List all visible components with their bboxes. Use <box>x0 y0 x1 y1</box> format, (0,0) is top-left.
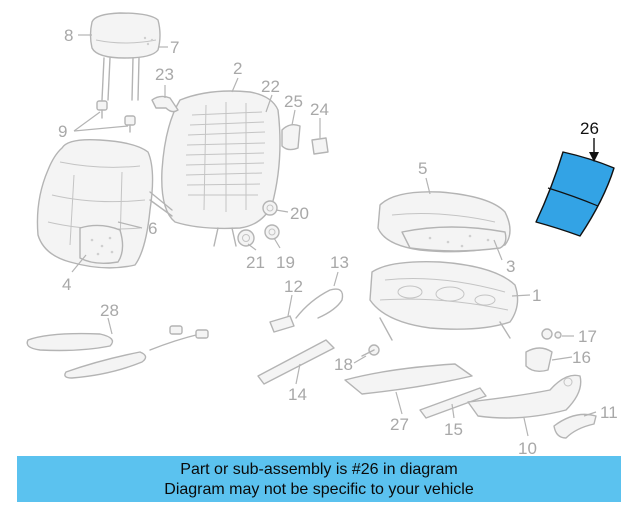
part-headrest <box>89 12 161 101</box>
part-washers <box>237 200 280 247</box>
part-seatback-frame <box>149 90 281 247</box>
part-seatback-cover <box>36 138 154 269</box>
callout-10: 10 <box>518 439 537 455</box>
callout-15: 15 <box>444 420 463 439</box>
callout-18: 18 <box>334 355 353 374</box>
callout-2: 2 <box>233 59 242 78</box>
callout-14: 14 <box>288 385 307 404</box>
callout-4: 4 <box>62 275 71 294</box>
callout-11: 11 <box>600 403 618 422</box>
callout-7: 7 <box>170 38 179 57</box>
part-recliner-parts <box>361 328 562 373</box>
part-seat-track <box>467 374 582 419</box>
callout-23: 23 <box>155 65 174 84</box>
callout-21: 21 <box>246 253 265 272</box>
callout-8: 8 <box>64 26 73 45</box>
callout-9: 9 <box>58 122 67 141</box>
callout-12: 12 <box>284 277 303 296</box>
callout-1: 1 <box>532 286 541 305</box>
callout-3: 3 <box>506 257 515 276</box>
callout-22: 22 <box>261 77 280 96</box>
callout-26: 26 <box>580 119 599 138</box>
callout-27: 27 <box>390 415 409 434</box>
banner-line-1: Part or sub-assembly is #26 in diagram <box>180 461 458 478</box>
part-lever <box>553 413 597 439</box>
banner-line-2: Diagram may not be specific to your vehi… <box>164 481 474 498</box>
callout-24: 24 <box>310 100 329 119</box>
part-seat-cushion <box>377 191 511 253</box>
callout-17: 17 <box>578 327 597 346</box>
callout-28: 28 <box>100 301 119 320</box>
callout-5: 5 <box>418 159 427 178</box>
callout-labels: 8 7 23 9 2 22 25 24 6 4 20 21 19 5 3 1 1… <box>58 26 618 455</box>
part-side-trim <box>257 339 335 385</box>
part-headrest-guides <box>96 100 136 133</box>
callout-19: 19 <box>276 253 295 272</box>
part-side-rail <box>419 387 487 419</box>
leader-lines <box>71 34 599 437</box>
part-lower-panel <box>344 363 473 395</box>
part-cable-switch <box>269 288 344 333</box>
part-seat-frame <box>369 261 519 341</box>
callout-6: 6 <box>148 219 157 238</box>
callout-16: 16 <box>572 348 591 367</box>
info-banner: Part or sub-assembly is #26 in diagram D… <box>17 456 621 502</box>
callout-25: 25 <box>284 92 303 111</box>
callout-13: 13 <box>330 253 349 272</box>
part-wiring-harness <box>26 325 209 379</box>
seat-parts-diagram: 8 7 23 9 2 22 25 24 6 4 20 21 19 5 3 1 1… <box>26 12 618 455</box>
part-small-brackets <box>151 95 329 155</box>
part-26-highlighted <box>535 151 615 237</box>
callout-20: 20 <box>290 204 309 223</box>
